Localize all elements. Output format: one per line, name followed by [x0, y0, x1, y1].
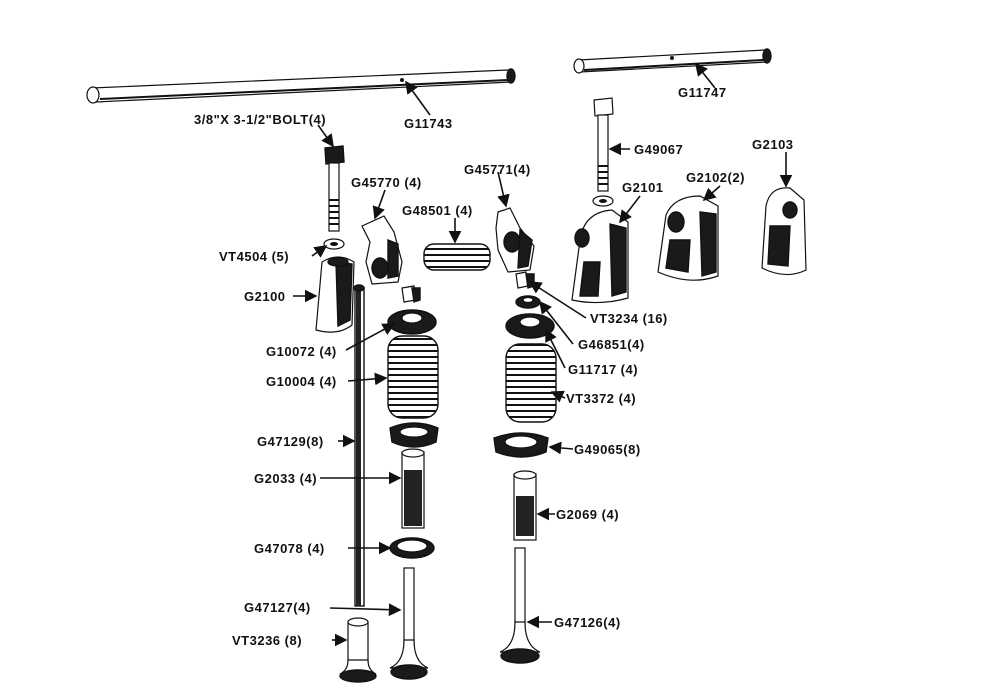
valve-guide-right: [513, 470, 537, 541]
label-bolt: 3/8"X 3-1/2"BOLT(4): [194, 112, 326, 127]
rocker-shaft-left: [86, 68, 516, 104]
valve-spring-left: [387, 335, 439, 419]
bolt-left: [324, 145, 345, 232]
rocker-spring: [423, 243, 491, 271]
label-washer: VT4504 (5): [219, 249, 289, 264]
cap-g46851: [515, 295, 541, 309]
rocker-arm-left: [361, 215, 403, 285]
label-g2101: G2101: [622, 180, 664, 195]
valve-right: [499, 547, 541, 664]
washer-right: [592, 195, 614, 207]
spring-retainer-right: [505, 313, 555, 339]
spring-seat-right: [493, 432, 549, 458]
bracket-g2100: [315, 256, 355, 333]
bracket-g2103: [761, 187, 807, 276]
label-seat-right: G49065(8): [574, 442, 641, 457]
label-spring-right: VT3372 (4): [566, 391, 636, 406]
bracket-g2101: [571, 209, 629, 304]
label-seat-left: G47078 (4): [254, 541, 325, 556]
rocker-arm-right: [495, 207, 535, 273]
bracket-g2102: [657, 195, 719, 281]
label-bolt-right: G49067: [634, 142, 683, 157]
label-spring-left: G10004 (4): [266, 374, 337, 389]
label-retainer-right: G11717 (4): [568, 362, 638, 377]
label-guide-left: G2033 (4): [254, 471, 317, 486]
label-cap-right: G46851(4): [578, 337, 645, 352]
part-labels: 3/8"X 3-1/2"BOLT(4) G11743 G11747 G49067…: [194, 85, 794, 648]
keeper-right: [515, 271, 535, 289]
tappet: [339, 617, 377, 683]
label-valve-left: G47127(4): [244, 600, 311, 615]
label-rocker-right: G45771(4): [464, 162, 531, 177]
label-shaft-right: G11747: [678, 85, 727, 100]
leader-lines: [293, 62, 793, 647]
label-bracket-left: G2100: [244, 289, 286, 304]
label-cap-left: G10072 (4): [266, 344, 337, 359]
label-tappet: VT3236 (8): [232, 633, 302, 648]
label-g2102: G2102(2): [686, 170, 745, 185]
washer-left: [323, 238, 345, 250]
rocker-shaft-right: [573, 48, 772, 74]
valve-left: [389, 567, 429, 680]
label-rocker-left: G45770 (4): [351, 175, 422, 190]
valve-spring-right: [505, 343, 557, 423]
keeper-left: [401, 285, 421, 303]
bolt-right: [593, 97, 614, 192]
label-shaft-left: G11743: [404, 116, 453, 131]
label-guide-right: G2069 (4): [556, 507, 619, 522]
valve-seat-left: [389, 537, 435, 559]
label-pushrod: G47129(8): [257, 434, 324, 449]
pushrod: [353, 284, 365, 607]
label-g2103: G2103: [752, 137, 794, 152]
label-spring-small: G48501 (4): [402, 203, 473, 218]
valve-guide-left: [401, 448, 425, 529]
label-keeper: VT3234 (16): [590, 311, 668, 326]
spring-seat-left: [389, 422, 439, 448]
label-valve-right: G47126(4): [554, 615, 621, 630]
spring-cap-left: [387, 309, 437, 335]
